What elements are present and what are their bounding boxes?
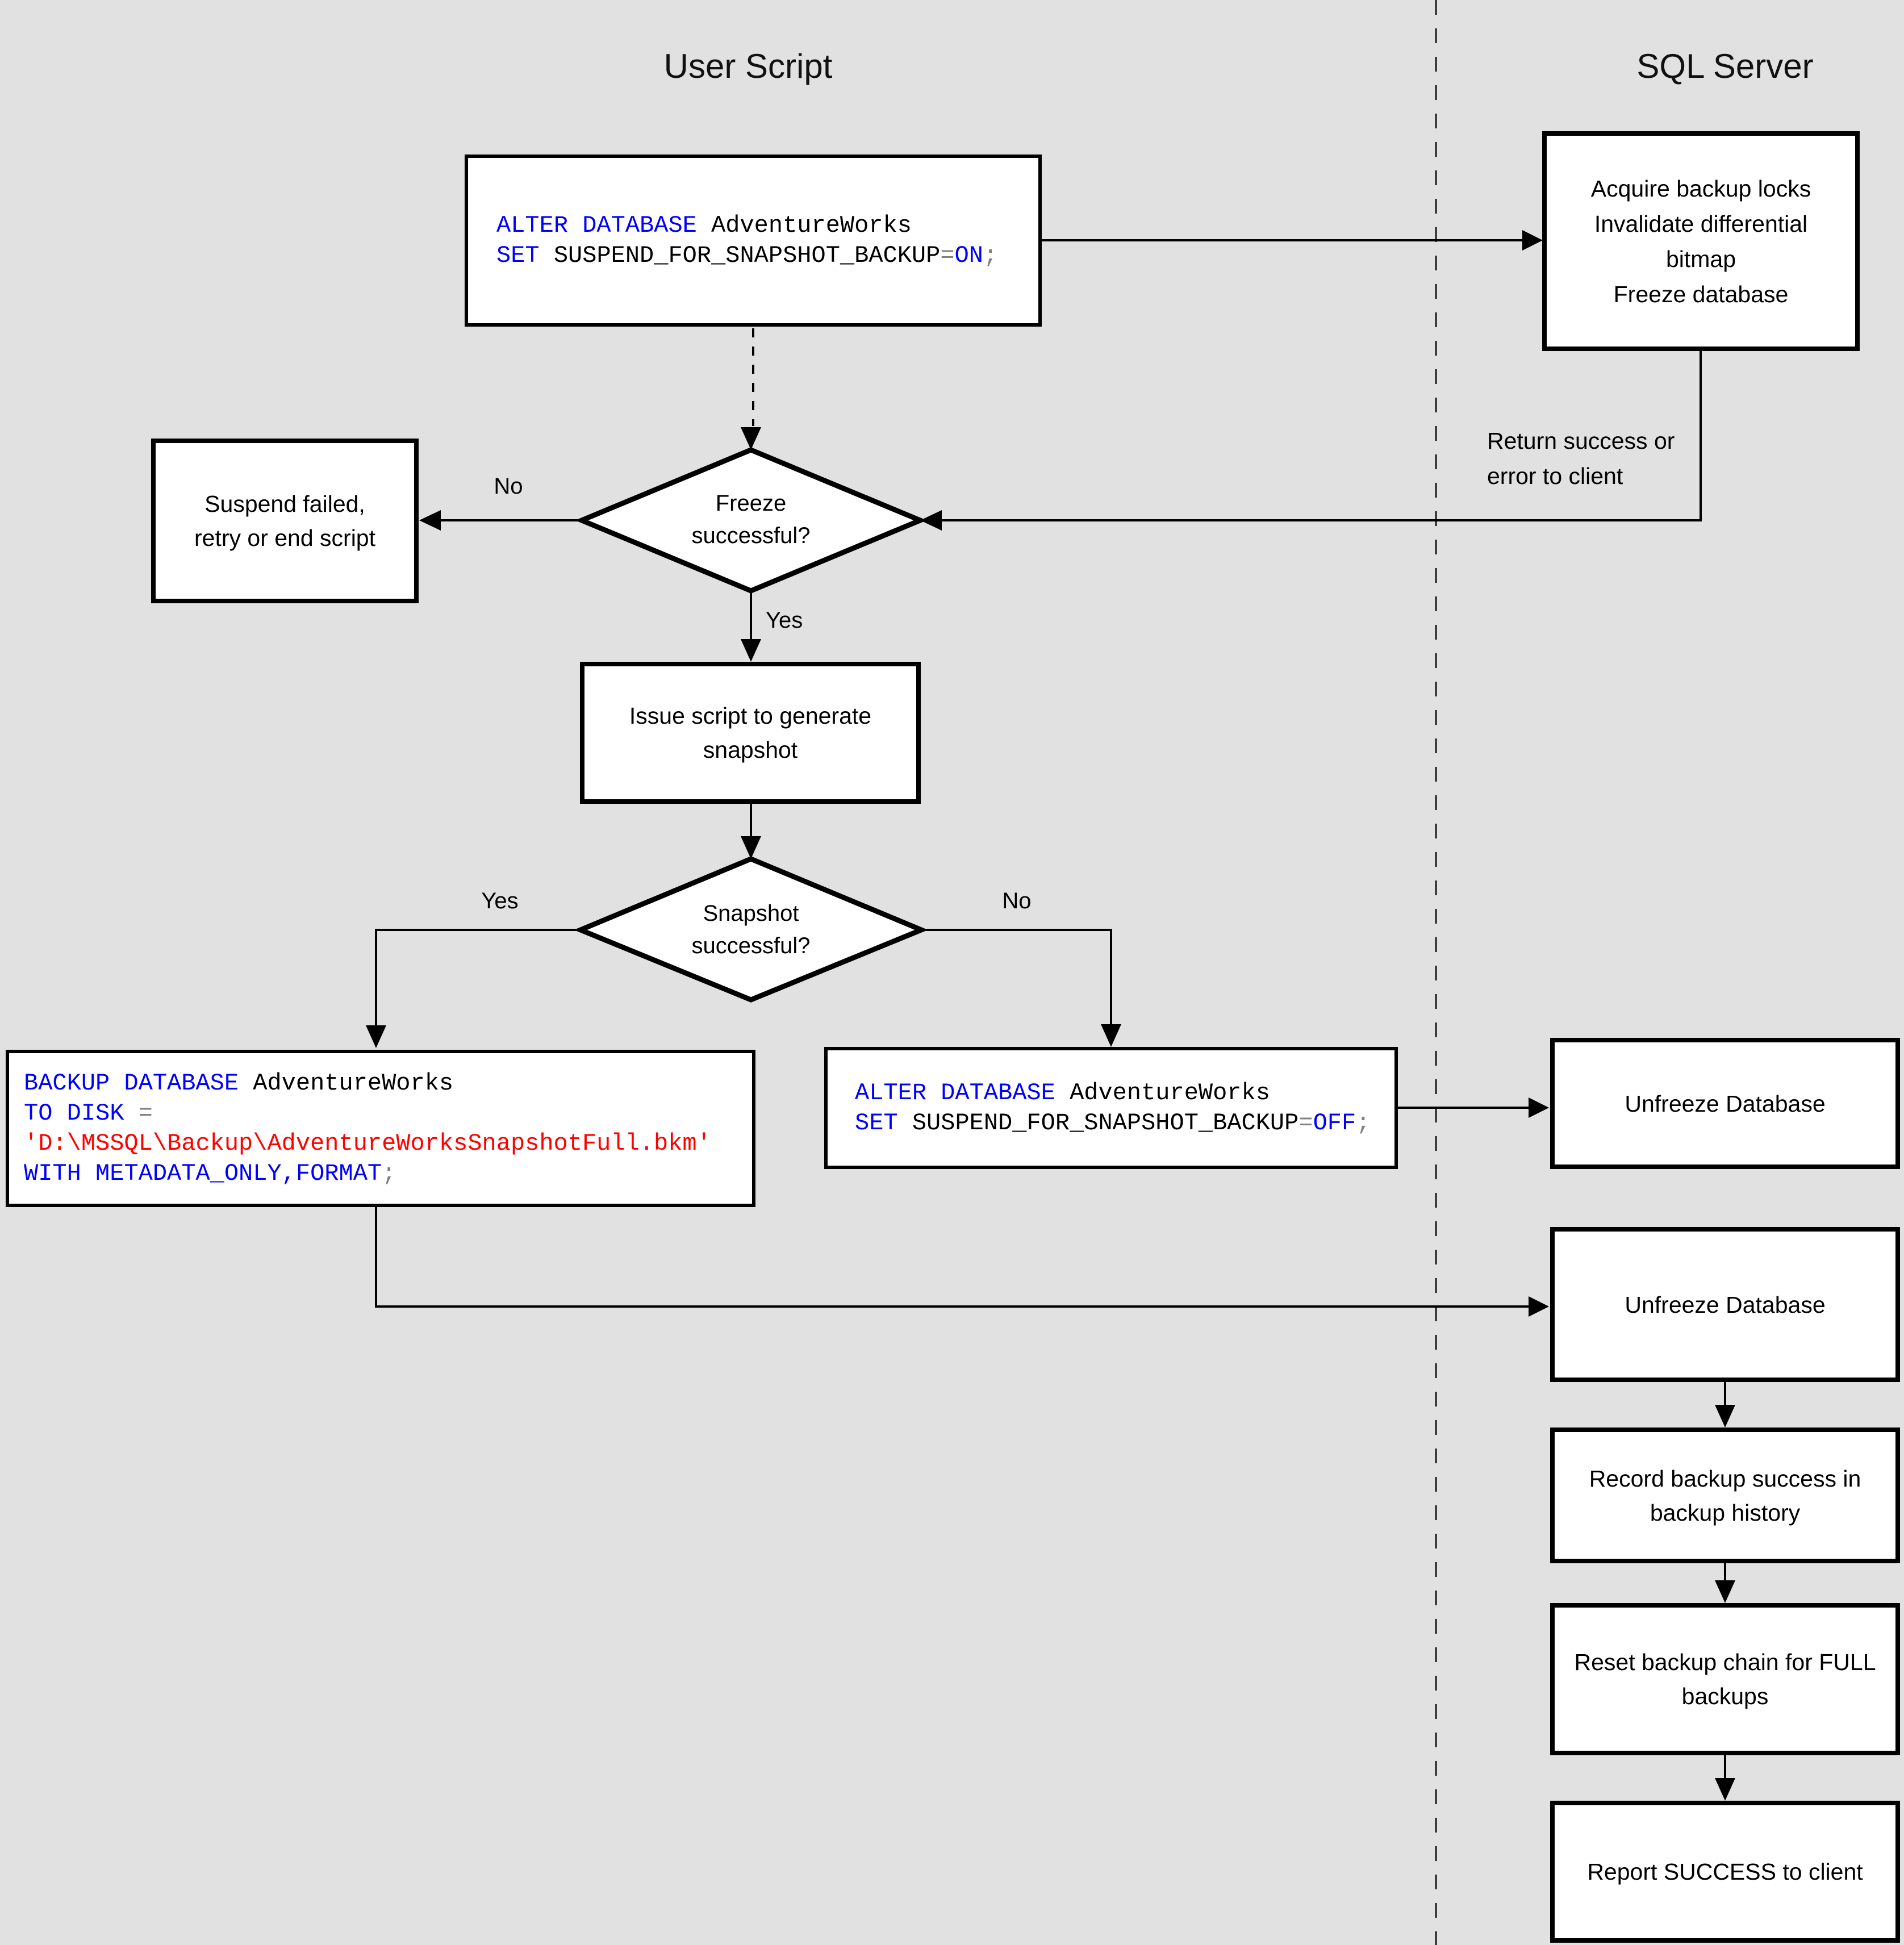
suspend-failed-node: Suspend failed, retry or end script xyxy=(151,439,419,603)
freeze-decision-label: Freeze successful? xyxy=(637,487,865,552)
arrowhead-into-suspendfailed xyxy=(419,510,441,531)
decision-line: Snapshot xyxy=(703,901,799,926)
node-line: snapshot xyxy=(703,737,798,763)
arrowhead-into-issuescript xyxy=(741,639,761,662)
reset-backup-chain-node: Reset backup chain for FULL backups xyxy=(1550,1603,1900,1755)
node-line: Unfreeze Database xyxy=(1625,1090,1826,1117)
node-line: Issue script to generate xyxy=(629,703,872,729)
code-line: 'D:\MSSQL\Backup\AdventureWorksSnapshotF… xyxy=(24,1129,711,1157)
node-line: Report SUCCESS to client xyxy=(1587,1859,1863,1885)
arrowhead-into-record xyxy=(1715,1405,1735,1428)
node-line: bitmap xyxy=(1665,245,1736,272)
note-line: error to client xyxy=(1487,463,1623,489)
decision-line: Freeze xyxy=(715,491,787,516)
arrowhead-into-report xyxy=(1715,1778,1735,1801)
arrowhead-into-acquire xyxy=(1522,230,1543,251)
connector-backupcmd-unfreeze2 xyxy=(375,1207,1529,1308)
unfreeze-database-node-1: Unfreeze Database xyxy=(1550,1038,1900,1169)
freeze-yes-branch-label: Yes xyxy=(766,608,803,633)
node-line: backup history xyxy=(1650,1499,1801,1526)
report-success-node: Report SUCCESS to client xyxy=(1550,1801,1900,1943)
freeze-decision-diamond xyxy=(575,447,927,594)
arrowhead-into-unfreeze1 xyxy=(1529,1097,1549,1118)
node-line: Record backup success in xyxy=(1589,1465,1861,1492)
user-script-column-title: User Script xyxy=(663,47,833,85)
code-line: BACKUP DATABASE AdventureWorks xyxy=(24,1069,454,1097)
issue-script-node: Issue script to generate snapshot xyxy=(580,662,921,804)
code-line: WITH METADATA_ONLY,FORMAT; xyxy=(24,1159,396,1187)
decision-line: successful? xyxy=(691,523,811,548)
return-success-note: Return success or error to client xyxy=(1487,423,1697,494)
code-line: SET SUSPEND_FOR_SNAPSHOT_BACKUP=ON; xyxy=(496,241,998,269)
decision-line: successful? xyxy=(691,933,811,958)
node-line: Unfreeze Database xyxy=(1625,1291,1826,1318)
node-line: Invalidate differential xyxy=(1594,210,1808,237)
node-line: Suspend failed, xyxy=(204,491,365,517)
node-line: Acquire backup locks xyxy=(1590,175,1811,202)
connector-snapshot-alteroff xyxy=(921,929,1112,1024)
connector-snapshot-backupcmd xyxy=(375,929,581,1025)
arrowhead-into-backupcmd xyxy=(366,1025,386,1048)
arrowhead-into-freeze-right xyxy=(920,510,942,531)
snapshot-decision-diamond xyxy=(574,856,928,1003)
snapshot-no-branch-label: No xyxy=(1002,888,1032,913)
arrowhead-into-reset xyxy=(1715,1580,1735,1603)
sql-server-column-title: SQL Server xyxy=(1636,47,1814,85)
code-line: ALTER DATABASE AdventureWorks xyxy=(496,211,912,239)
freeze-no-branch-label: No xyxy=(494,474,523,499)
connector-acquire-freeze xyxy=(942,351,1702,521)
snapshot-yes-branch-label: Yes xyxy=(481,888,519,913)
arrowhead-into-unfreeze2 xyxy=(1529,1296,1549,1317)
arrowhead-into-snapshot-top xyxy=(741,836,761,859)
node-line: backups xyxy=(1681,1683,1769,1709)
acquire-backup-locks-node: Acquire backup locks Invalidate differen… xyxy=(1542,131,1860,351)
code-line: ALTER DATABASE AdventureWorks xyxy=(855,1079,1270,1107)
note-line: Return success or xyxy=(1487,428,1675,454)
record-backup-history-node: Record backup success in backup history xyxy=(1550,1428,1900,1563)
unfreeze-database-node-2: Unfreeze Database xyxy=(1550,1227,1900,1382)
node-line: Reset backup chain for FULL xyxy=(1574,1649,1876,1675)
code-line: SET SUSPEND_FOR_SNAPSHOT_BACKUP=OFF; xyxy=(855,1109,1371,1137)
arrowhead-into-freeze-top xyxy=(741,427,761,450)
code-line: TO DISK = xyxy=(24,1099,153,1127)
arrowhead-into-alteroff xyxy=(1101,1024,1121,1047)
node-line: Freeze database xyxy=(1613,281,1789,307)
snapshot-decision-label: Snapshot successful? xyxy=(637,898,865,962)
node-line: retry or end script xyxy=(194,525,375,551)
